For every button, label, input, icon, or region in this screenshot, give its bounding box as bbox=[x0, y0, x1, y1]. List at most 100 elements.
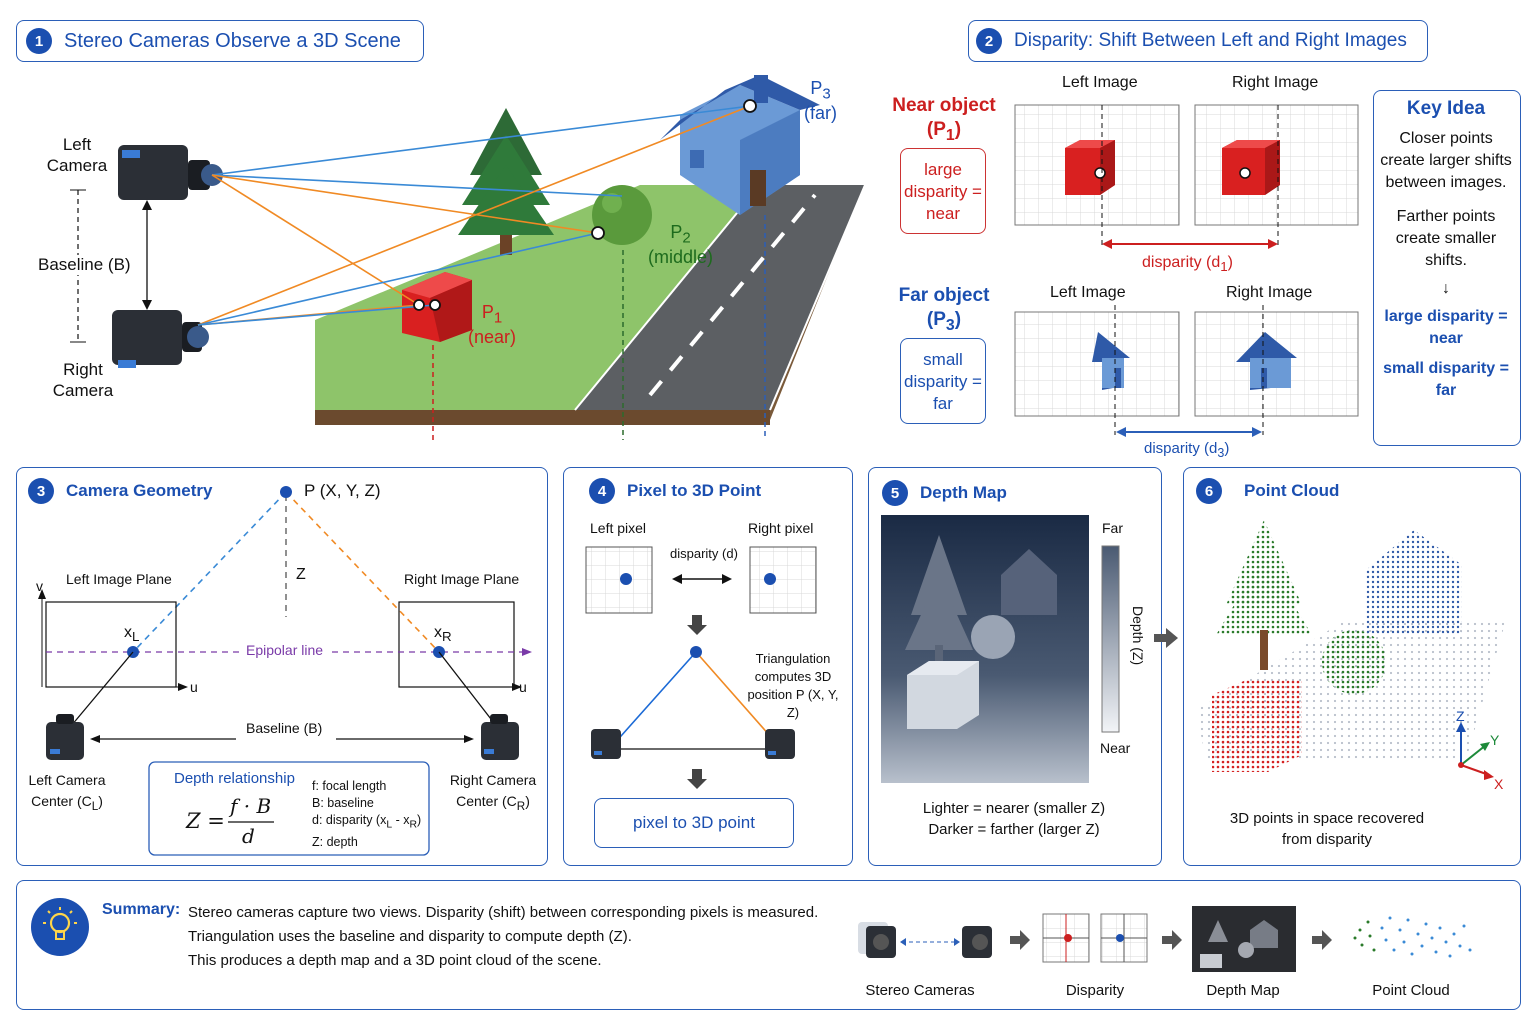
key-idea-arrow: ↓ bbox=[1442, 280, 1450, 297]
house bbox=[660, 75, 820, 215]
flow-arrow-5-6 bbox=[1154, 628, 1178, 648]
top-left-image bbox=[1014, 104, 1180, 245]
disparity-images bbox=[1014, 104, 1359, 437]
left-center-sub: L bbox=[91, 799, 99, 813]
bottom-right-image bbox=[1194, 305, 1359, 435]
depth-colorbar bbox=[1101, 545, 1120, 733]
near-p-close: ) bbox=[954, 119, 962, 140]
panel5-title: 5 Depth Map bbox=[882, 480, 1007, 506]
panel3-title: 3 Camera Geometry bbox=[28, 478, 212, 504]
right-camera-label: Right Camera bbox=[52, 360, 114, 400]
right-center-line1: Right Camera bbox=[449, 772, 537, 788]
grass bbox=[315, 185, 760, 410]
depth-caption-2: Darker = farther (larger Z) bbox=[928, 821, 1100, 838]
panel3-title-text: Camera Geometry bbox=[66, 481, 213, 500]
road-markings bbox=[648, 193, 817, 397]
u-axis-label-left: u bbox=[190, 679, 198, 695]
summary-flow bbox=[858, 906, 1472, 972]
xr-sub: R bbox=[442, 629, 452, 645]
p2-note: (middle) bbox=[648, 246, 714, 267]
near-p-sub: 1 bbox=[945, 126, 955, 144]
v-axis-label: v bbox=[36, 578, 43, 594]
right-pixel-label: Right pixel bbox=[748, 520, 814, 536]
legend-d-r: R bbox=[409, 819, 418, 831]
p3-label: P3 (far) bbox=[804, 78, 837, 124]
xr-label: xR bbox=[434, 624, 452, 644]
panel2-title: 2 Disparity: Shift Between Left and Righ… bbox=[976, 28, 1407, 54]
points bbox=[413, 99, 757, 311]
panel4-title: 4 Pixel to 3D Point bbox=[589, 478, 761, 504]
p3-sub: 3 bbox=[822, 85, 831, 103]
xl-label: xL bbox=[124, 624, 139, 644]
panel3 bbox=[16, 467, 548, 866]
xr-text: x bbox=[434, 624, 442, 641]
rays bbox=[197, 105, 751, 326]
baseline-label: Baseline (B) bbox=[38, 255, 131, 275]
left-image-plane-label: Left Image Plane bbox=[66, 571, 172, 587]
key-idea-title: Key Idea bbox=[1406, 98, 1486, 119]
depth-map-image bbox=[881, 515, 1089, 783]
panel6-number: 6 bbox=[1196, 478, 1222, 504]
flow-point-cloud-icon bbox=[1353, 916, 1472, 958]
far-disparity-box: small disparity = far bbox=[900, 338, 986, 424]
panel1-title: 1 Stereo Cameras Observe a 3D Scene bbox=[26, 28, 401, 54]
bottom-left-image bbox=[1014, 305, 1180, 435]
d1-close: ) bbox=[1227, 254, 1233, 271]
p1-sub: 1 bbox=[493, 309, 503, 327]
panel1-title-box bbox=[16, 20, 424, 62]
pixel-right-camera bbox=[765, 729, 795, 759]
panel2-number: 2 bbox=[976, 28, 1002, 54]
panel6-title: 6 Point Cloud bbox=[1196, 478, 1339, 504]
key-idea-text2: Farther points create smaller shifts. bbox=[1395, 208, 1497, 269]
summary-line2: Triangulation uses the baseline and disp… bbox=[188, 928, 632, 945]
camera-geometry-diagram bbox=[38, 486, 532, 856]
scene-illustration bbox=[70, 75, 866, 440]
depth-near-label: Near bbox=[1100, 740, 1131, 756]
near-object-label: Near object (P1) bbox=[888, 94, 1000, 148]
right-center-sub: R bbox=[516, 799, 526, 813]
flow-stereo-cameras-icon bbox=[858, 922, 992, 958]
far-p-sub: 3 bbox=[945, 316, 955, 334]
depth-map-caption: Lighter = nearer (smaller Z) Darker = fa… bbox=[868, 798, 1160, 840]
left-image-label-bottom: Left Image bbox=[1050, 284, 1126, 301]
d3-arrow bbox=[1116, 427, 1262, 437]
road bbox=[575, 185, 865, 410]
left-camera-body bbox=[118, 145, 223, 200]
depth-far-label: Far bbox=[1102, 520, 1123, 536]
panel5-number: 5 bbox=[882, 480, 908, 506]
p3-letter: P bbox=[810, 78, 823, 98]
left-center-line2: Center (C bbox=[31, 793, 92, 809]
xl-sub: L bbox=[132, 629, 140, 645]
flow-disparity-icon bbox=[1042, 913, 1148, 963]
tree bbox=[458, 108, 554, 255]
axis-y-label: Y bbox=[1490, 732, 1500, 748]
lightbulb-icon bbox=[31, 898, 89, 956]
d1-arrow bbox=[1102, 239, 1278, 249]
far-p-close: ) bbox=[954, 309, 962, 330]
axis-z-label: Z bbox=[1456, 708, 1465, 724]
panel1-title-text: Stereo Cameras Observe a 3D Scene bbox=[64, 29, 401, 52]
flow-depth-map-icon bbox=[1192, 906, 1296, 972]
d1-label: disparity (d1) bbox=[1142, 254, 1233, 274]
key-idea-box bbox=[1373, 90, 1521, 446]
geometry-z-label: Z bbox=[296, 566, 306, 583]
depth-relationship-label: Depth relationship bbox=[174, 770, 295, 787]
axis-x-label: X bbox=[1494, 776, 1504, 792]
depth-axis-label: Depth (Z) bbox=[1130, 606, 1146, 666]
p1-label: P1 (near) bbox=[468, 302, 516, 348]
left-pixel-label: Left pixel bbox=[590, 520, 647, 536]
panel5-title-text: Depth Map bbox=[920, 483, 1007, 502]
right-center-line2: Center (C bbox=[456, 793, 517, 809]
panel6-title-text: Point Cloud bbox=[1244, 481, 1340, 500]
key-idea-rule1: large disparity = near bbox=[1384, 308, 1508, 347]
legend-z: Z: depth bbox=[312, 834, 358, 849]
u-axis-label-right: u bbox=[519, 679, 527, 695]
geometry-point-label: P (X, Y, Z) bbox=[304, 481, 381, 500]
summary-label: Summary: bbox=[102, 901, 181, 918]
formula-numerator: f · B bbox=[230, 794, 272, 818]
top-right-image bbox=[1194, 104, 1359, 245]
point-cloud-image bbox=[1196, 520, 1506, 780]
flow-label-stereo: Stereo Cameras bbox=[865, 982, 975, 999]
left-center-line1: Left Camera bbox=[28, 772, 106, 788]
summary-line1: Stereo cameras capture two views. Dispar… bbox=[188, 904, 819, 921]
